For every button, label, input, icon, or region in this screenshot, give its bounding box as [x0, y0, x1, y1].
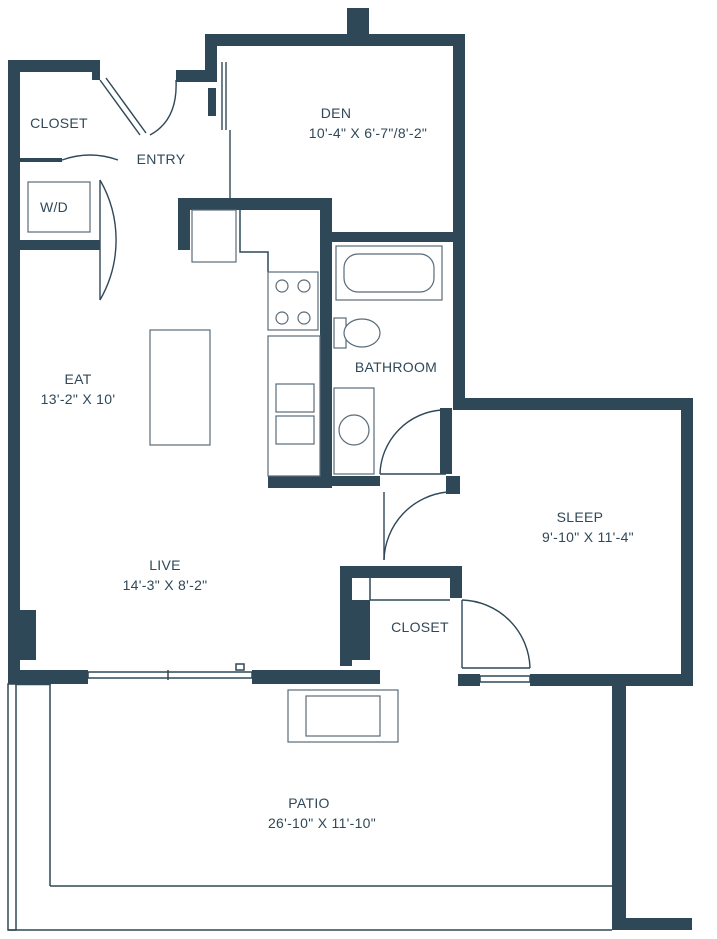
eat-dims: 13'-2" X 10': [41, 391, 116, 407]
patio-label: PATIO: [288, 795, 329, 811]
den-dims: 10'-4" X 6'-7"/8'-2": [309, 125, 427, 141]
room-labels: CLOSET ENTRY W/D DEN 10'-4" X 6'-7"/8'-2…: [30, 105, 634, 831]
interior-walls: [20, 158, 462, 666]
closet-label: CLOSET: [30, 115, 88, 131]
sleep-label: SLEEP: [557, 509, 604, 525]
entry-label: ENTRY: [137, 151, 186, 167]
eat-label: EAT: [64, 371, 91, 387]
sleep-dims: 9'-10" X 11'-4": [542, 529, 634, 545]
patio-outline: [7, 683, 692, 931]
bathroom-label: BATHROOM: [355, 359, 437, 375]
patio-dims: 26'-10" X 11'-10": [268, 815, 376, 831]
doors: [61, 62, 531, 669]
wd-label: W/D: [40, 199, 68, 215]
fixtures: [27, 181, 450, 743]
live-label: LIVE: [149, 557, 181, 573]
live-dims: 14'-3" X 8'-2": [123, 577, 208, 593]
den-label: DEN: [321, 105, 351, 121]
closet2-label: CLOSET: [391, 619, 449, 635]
sleep-window: [479, 675, 531, 683]
sliding-door: [87, 663, 253, 680]
exterior-walls: [8, 8, 693, 686]
